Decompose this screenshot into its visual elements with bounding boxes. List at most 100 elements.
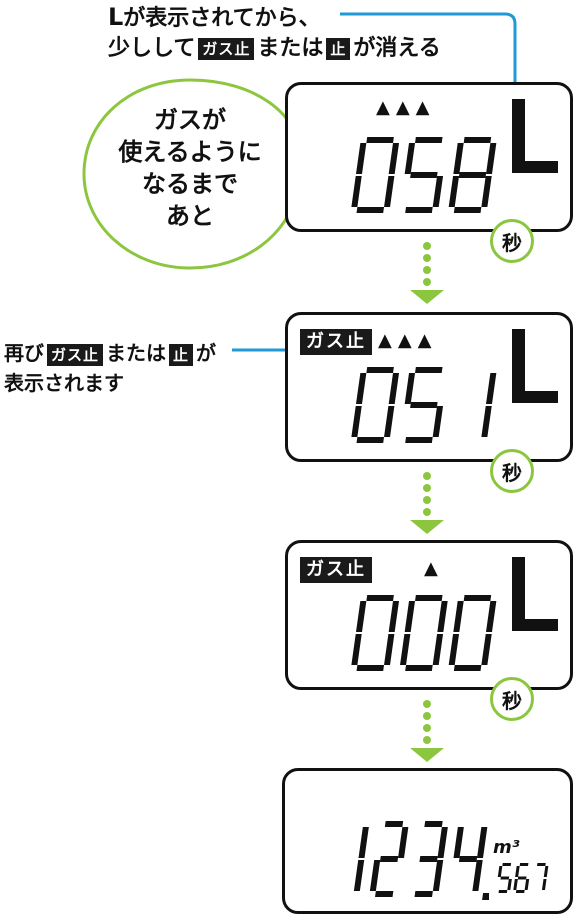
countdown-digits: [351, 367, 497, 443]
digit-segment: [515, 866, 520, 877]
digit-segment: [405, 437, 433, 443]
digit-segment: [410, 402, 438, 408]
top-note: Lが表示されてから、: [108, 2, 321, 34]
digit-segment: [404, 143, 416, 174]
digit-segment: [414, 891, 433, 897]
meter-decimal-digits: [497, 863, 549, 893]
digit-segment: [515, 890, 525, 893]
side-note: 再びガス止または止が: [4, 341, 217, 366]
digit-segment: [388, 143, 400, 174]
stop-badge: 止: [169, 343, 194, 366]
digit-segment: [388, 373, 400, 404]
digit-segment: [404, 601, 416, 632]
letter-l-indicator: [512, 329, 558, 403]
top-note-letter: L: [108, 3, 124, 31]
digit-segment: [507, 879, 512, 890]
digit-segment: [366, 137, 394, 143]
digit-segment: [356, 437, 385, 443]
digit-segment: [537, 863, 546, 866]
countdown-digits: [351, 595, 497, 671]
seconds-badge: 秒: [490, 449, 534, 493]
meter-display-2: ガス止 ▲▲▲ 秒: [285, 312, 573, 493]
digit-segment: [481, 406, 492, 437]
digit-segment: [355, 373, 367, 404]
digit-segment: [448, 176, 460, 207]
meter-reading-digits: [353, 821, 489, 900]
letter-l-indicator: [512, 99, 558, 173]
countdown-digits: [351, 137, 497, 213]
down-arrow-3: [410, 700, 444, 762]
digit-segment: [351, 406, 362, 437]
meter-display-reading: m³: [282, 768, 573, 914]
digit-segment: [458, 172, 487, 178]
digit-segment: [541, 879, 547, 890]
stop-badge: 止: [326, 38, 351, 60]
digit-segment: [437, 601, 448, 632]
digit-segment: [472, 860, 483, 891]
top-note-line2: 少ししてガス止または止が消える: [108, 36, 441, 61]
top-note-line1: が表示されてから、: [123, 6, 321, 31]
digit-segment: [432, 860, 444, 891]
gas-stop-badge: ガス止: [198, 38, 255, 60]
digit-segment: [543, 866, 549, 877]
digit-segment: [351, 634, 362, 665]
digit-segment: [453, 143, 464, 174]
digit-segment: [485, 373, 497, 404]
bubble-text: ガスが 使えるように なるまで あと: [118, 106, 262, 230]
digit-segment: [513, 879, 518, 890]
digit-segment: [405, 207, 433, 213]
indicator-triangles: ▲: [424, 558, 444, 579]
digit-segment: [497, 866, 503, 877]
digit-segment: [453, 665, 482, 671]
seconds-badge: 秒: [490, 677, 534, 721]
digit-segment: [453, 207, 482, 213]
digit-segment: [453, 827, 464, 858]
digit-segment: [476, 827, 488, 858]
digit-segment: [485, 601, 497, 632]
digit-segment: [356, 665, 385, 671]
indicator-triangles: ▲▲▲: [376, 97, 436, 118]
digit-segment: [517, 876, 527, 880]
digit-segment: [432, 406, 444, 437]
digit-segment: [500, 876, 510, 880]
digit-segment: [366, 367, 394, 373]
digit-segment: [351, 176, 362, 207]
seconds-badge: 秒: [490, 219, 534, 263]
meter-display-3: ガス止 ▲ 秒: [285, 540, 573, 721]
digit-segment: [424, 821, 443, 827]
digit-segment: [432, 634, 444, 665]
digit-segment: [384, 821, 404, 827]
cubic-meter-unit: m³: [493, 837, 520, 858]
gas-stop-label: ガス止: [300, 329, 372, 355]
digit-segment: [397, 827, 409, 858]
digit-segment: [410, 172, 438, 178]
digit-segment: [458, 856, 478, 862]
digit-segment: [481, 634, 492, 665]
digit-segment: [481, 176, 492, 207]
digit-segment: [384, 176, 395, 207]
indicator-triangles: ▲▲▲: [378, 330, 438, 351]
digit-segment: [502, 863, 512, 866]
digit-segment: [404, 373, 416, 404]
top-callout-line: [340, 12, 517, 96]
digit-segment: [448, 634, 460, 665]
down-arrow-2: [410, 472, 444, 534]
digit-segment: [366, 595, 394, 601]
digit-segment: [419, 856, 438, 862]
meter-display-1: ▲▲▲ 秒: [285, 82, 573, 263]
digit-segment: [353, 860, 365, 891]
digit-segment: [463, 137, 492, 143]
digit-segment: [375, 891, 394, 897]
digit-segment: [358, 827, 369, 858]
side-note-line2: 表示されます: [4, 371, 124, 395]
digit-segment: [415, 595, 443, 601]
digit-segment: [379, 856, 399, 862]
digit-segment: [524, 879, 530, 890]
letter-l-indicator: [512, 557, 558, 631]
digit-segment: [453, 601, 464, 632]
gas-stop-label: ガス止: [300, 557, 372, 583]
digit-segment: [437, 827, 448, 858]
digit-segment: [415, 137, 443, 143]
digit-segment: [415, 367, 443, 373]
